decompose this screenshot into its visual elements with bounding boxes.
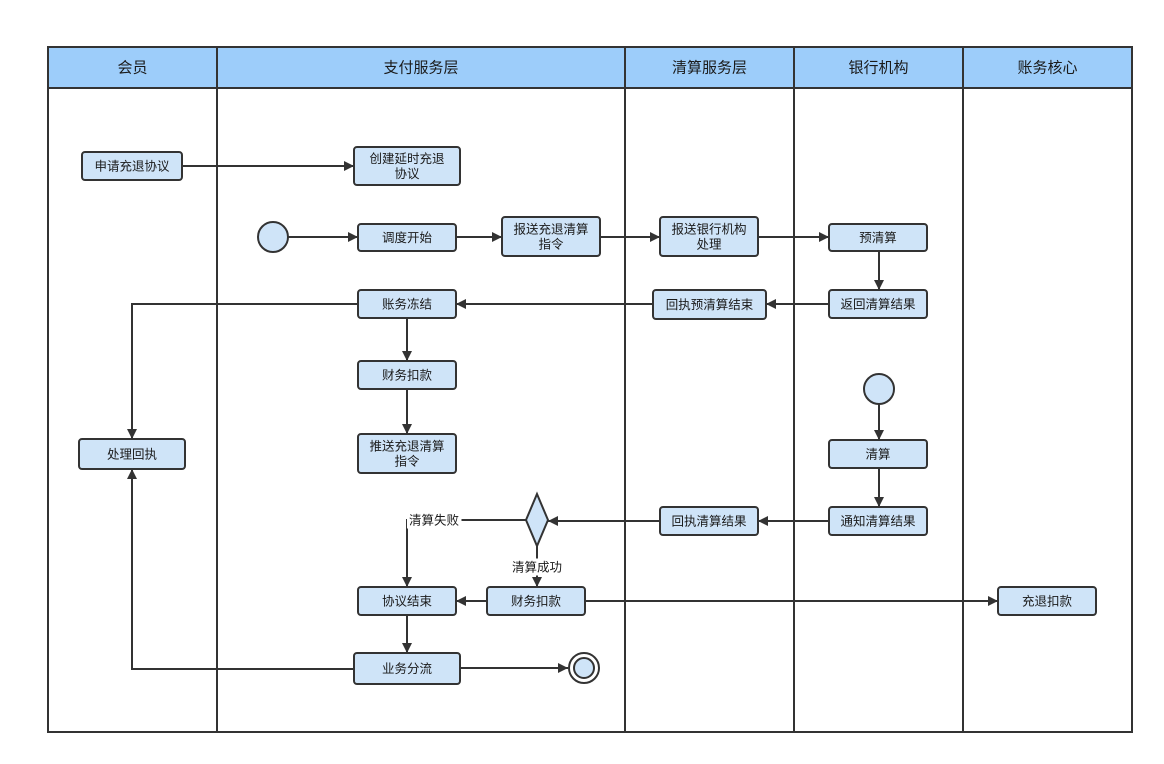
activity-box xyxy=(486,586,586,616)
activity-box xyxy=(997,586,1097,616)
activity-box xyxy=(353,146,461,186)
activity-label: 回执预清算结束 xyxy=(666,297,754,312)
decision-node xyxy=(524,491,550,549)
activity-label: 处理回执 xyxy=(107,447,158,462)
activity-label: 预清算 xyxy=(859,230,897,245)
lane-header xyxy=(793,46,964,89)
edge-split-to-member xyxy=(127,469,354,670)
end-node xyxy=(568,652,600,684)
lane-title: 账务核心 xyxy=(1017,59,1077,77)
activity-label: 调度开始 xyxy=(382,230,433,245)
lane-body xyxy=(624,87,795,733)
activity-box xyxy=(357,289,457,319)
activity-box xyxy=(659,506,759,536)
lane-title: 清算服务层 xyxy=(672,59,747,77)
activity-refund-deduct: 充退扣款 xyxy=(997,586,1097,616)
activity-box xyxy=(357,223,457,252)
start-node xyxy=(257,221,289,253)
activity-return-clearing-result: 返回清算结果 xyxy=(828,289,928,319)
activity-label: 业务分流 xyxy=(382,661,433,676)
activity-label: 创建延时充退 xyxy=(369,151,445,166)
activity-receipt-pre-result: 回执预清算结束 xyxy=(652,289,767,320)
activity-label: 账务冻结 xyxy=(382,297,432,312)
activity-schedule-start: 调度开始 xyxy=(357,223,457,252)
activity-handle-receipt: 处理回执 xyxy=(78,438,186,470)
activity-label: 充退扣款 xyxy=(1022,594,1073,609)
activity-receipt-clearing-result: 回执清算结果 xyxy=(659,506,759,536)
activity-finance-deduct-2: 财务扣款 xyxy=(486,586,586,616)
activity-box xyxy=(357,586,457,616)
activity-box xyxy=(81,151,183,181)
activity-box xyxy=(828,506,928,536)
activity-label: 财务扣款 xyxy=(511,594,562,609)
activity-label: 报送充退清算 xyxy=(513,222,588,237)
activity-label: 申请充退协议 xyxy=(94,159,170,174)
activity-box xyxy=(357,360,457,390)
activity-notify-clearing-result: 通知清算结果 xyxy=(828,506,928,536)
activity-label: 协议结束 xyxy=(382,594,433,609)
activity-pre-clearing: 预清算 xyxy=(828,223,928,252)
activity-box xyxy=(357,433,457,474)
activity-label: 财务扣款 xyxy=(382,368,433,383)
lane-title: 会员 xyxy=(117,59,147,77)
edge-label-background xyxy=(509,558,565,576)
activity-label: 清算 xyxy=(865,447,890,462)
activity-box xyxy=(659,216,759,257)
activity-apply-protocol: 申请充退协议 xyxy=(81,151,183,181)
activity-protocol-end: 协议结束 xyxy=(357,586,457,616)
lane-accounting: 账务核心 xyxy=(962,46,1133,733)
activity-label: 指令 xyxy=(394,454,420,469)
activity-box xyxy=(652,289,767,320)
edge-label-clearing-success: 清算成功 xyxy=(512,560,562,575)
lane-header xyxy=(962,46,1133,89)
edge-freeze-to-member xyxy=(127,303,358,439)
start-node xyxy=(863,373,895,405)
activity-box xyxy=(828,439,928,469)
edge-label-clearing-failed: 清算失败 xyxy=(409,513,460,528)
activity-account-freeze: 账务冻结 xyxy=(357,289,457,319)
activity-box xyxy=(501,216,601,257)
activity-label: 协议 xyxy=(394,166,420,181)
activity-label: 推送充退清算 xyxy=(369,439,444,454)
activity-box xyxy=(353,652,461,685)
lane-body xyxy=(962,87,1133,733)
activity-label: 报送银行机构 xyxy=(671,222,746,237)
activity-box xyxy=(828,289,928,319)
activity-business-split: 业务分流 xyxy=(353,652,461,685)
lane-title: 支付服务层 xyxy=(383,59,458,77)
activity-clearing: 清算 xyxy=(828,439,928,469)
activity-label: 指令 xyxy=(538,237,564,252)
edge-label-background xyxy=(406,511,462,529)
activity-label: 通知清算结果 xyxy=(840,514,916,529)
activity-label: 处理 xyxy=(696,237,722,252)
lane-payment: 支付服务层 xyxy=(216,46,626,733)
activity-finance-deduct-1: 财务扣款 xyxy=(357,360,457,390)
end-node-core xyxy=(573,657,595,679)
lane-clearing: 清算服务层 xyxy=(624,46,795,733)
lane-header xyxy=(47,46,218,89)
activity-label: 返回清算结果 xyxy=(840,297,916,312)
activity-label: 回执清算结果 xyxy=(671,514,747,529)
activity-box xyxy=(78,438,186,470)
activity-box xyxy=(828,223,928,252)
lane-header xyxy=(624,46,795,89)
lane-title: 银行机构 xyxy=(848,59,908,77)
